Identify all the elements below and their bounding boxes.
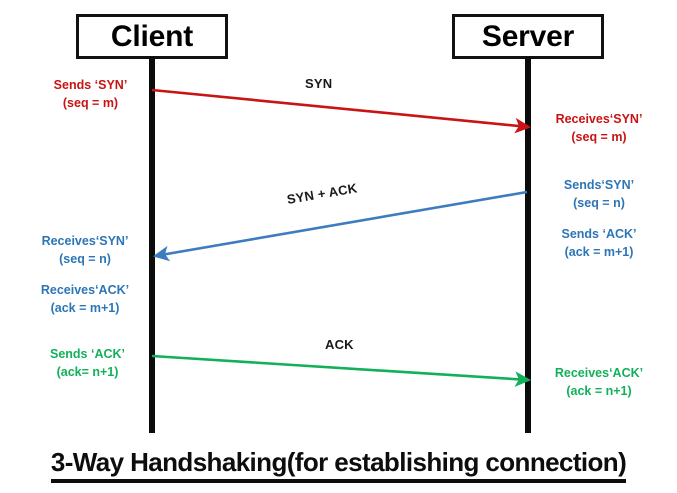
note-line-2: (seq = m) bbox=[571, 130, 627, 145]
note-server-receives-ack: Receives‘ACK’ (ack = n+1) bbox=[534, 364, 664, 400]
note-server-receives-syn: Receives‘SYN’ (seq = m) bbox=[534, 110, 664, 146]
node-label-server: Server bbox=[481, 19, 575, 53]
note-line-2: (seq = m) bbox=[62, 96, 119, 111]
note-line-1: Sends ‘ACK’ bbox=[49, 347, 125, 361]
message-label-syn: SYN bbox=[305, 76, 333, 91]
diagram-caption: 3-Way Handshaking(for establishing conne… bbox=[0, 447, 677, 483]
note-client-receives-ack: Receives‘ACK’ (ack = m+1) bbox=[20, 281, 150, 317]
note-line-1: Receives‘SYN’ bbox=[41, 234, 129, 248]
note-line-2: (ack = m+1) bbox=[564, 245, 634, 260]
arrow-syn bbox=[151, 88, 532, 134]
note-line-2: (seq = n) bbox=[59, 252, 111, 267]
note-line-1: Sends‘SYN’ bbox=[563, 178, 635, 192]
message-label-syn-ack: SYN + ACK bbox=[285, 180, 359, 207]
node-label-client: Client bbox=[110, 19, 194, 53]
note-line-1: Receives‘SYN’ bbox=[555, 112, 643, 126]
diagram-caption-text: 3-Way Handshaking(for establishing conne… bbox=[50, 447, 627, 483]
message-label-ack: ACK bbox=[325, 337, 354, 352]
note-client-sends-ack: Sends ‘ACK’ (ack= n+1) bbox=[25, 345, 150, 381]
node-box-client: Client bbox=[76, 14, 228, 59]
lifeline-server bbox=[525, 57, 531, 433]
note-line-1: Receives‘ACK’ bbox=[554, 366, 644, 380]
note-line-2: (ack = n+1) bbox=[566, 384, 632, 399]
lifeline-client bbox=[149, 57, 155, 433]
arrow-ack bbox=[151, 354, 532, 387]
note-line-1: Receives‘ACK’ bbox=[40, 283, 130, 297]
note-client-sends-syn: Sends ‘SYN’ (seq = m) bbox=[28, 76, 153, 112]
note-client-receives-syn: Receives‘SYN’ (seq = n) bbox=[20, 232, 150, 268]
node-box-server: Server bbox=[452, 14, 604, 59]
note-line-2: (ack = m+1) bbox=[50, 301, 120, 316]
arrow-syn-ack bbox=[152, 190, 528, 262]
note-line-1: Sends ‘ACK’ bbox=[561, 227, 637, 241]
note-line-2: (ack= n+1) bbox=[56, 365, 119, 380]
note-line-1: Sends ‘SYN’ bbox=[53, 78, 128, 92]
note-server-sends-ack: Sends ‘ACK’ (ack = m+1) bbox=[534, 225, 664, 261]
note-line-2: (seq = n) bbox=[573, 196, 625, 211]
note-server-sends-syn: Sends‘SYN’ (seq = n) bbox=[534, 176, 664, 212]
